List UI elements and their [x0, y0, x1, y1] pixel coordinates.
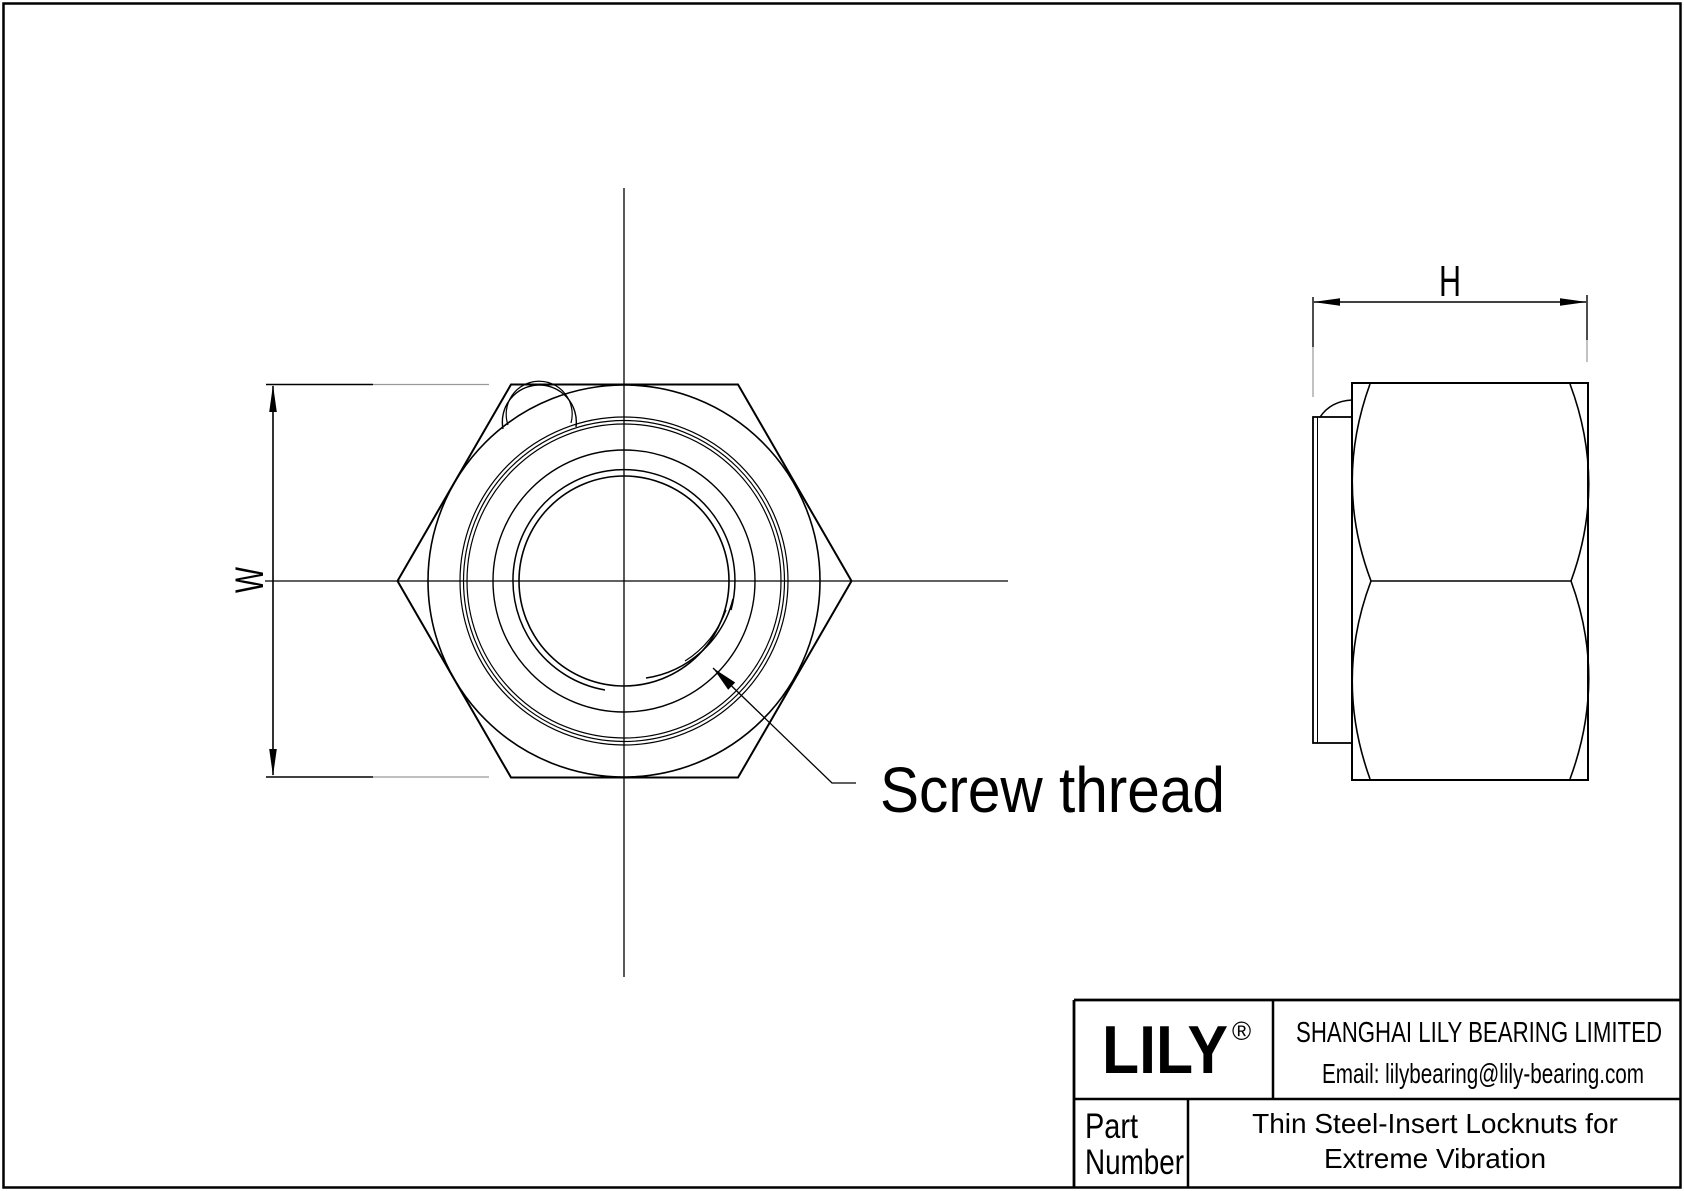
leader-arrowhead [713, 668, 736, 690]
insert-ring-middle [462, 419, 786, 743]
company-email: Email: lilybearing@lily-bearing.com [1322, 1058, 1644, 1089]
title-block: LILY ® SHANGHAI LILY BEARING LIMITED Ema… [1072, 998, 1681, 1188]
thread-minor-circle [518, 475, 730, 687]
h-arrow-left [1313, 298, 1340, 306]
w-arrow-up [269, 385, 277, 412]
part-description: Thin Steel-Insert Locknuts for Extreme V… [1252, 1108, 1618, 1174]
hexagon-outline [396, 383, 853, 779]
company-logo: LILY ® [1102, 1012, 1251, 1088]
part-number-label-line1: Part [1085, 1107, 1138, 1146]
leader-line [712, 667, 856, 784]
side-facet-arc-upper-right [1569, 383, 1590, 582]
screw-thread-label: Screw thread [880, 754, 1225, 826]
part-number-label: Part Number [1085, 1107, 1184, 1182]
thread-runout-arc-2 [684, 609, 727, 662]
insert-washer-outline [1312, 416, 1353, 744]
registered-trademark-mark: ® [1232, 1016, 1251, 1046]
screw-thread-callout: Screw thread [712, 667, 1225, 826]
insert-ring-inner [466, 423, 782, 739]
thread-runout-arc [645, 598, 734, 679]
side-facet-arc-lower-right [1569, 580, 1590, 780]
front-view [265, 188, 1008, 977]
insert-ring [459, 416, 789, 746]
height-dimension: H [1312, 257, 1588, 397]
h-dimension-label: H [1439, 257, 1461, 306]
insert-end-loop [501, 380, 578, 430]
h-arrow-right [1560, 298, 1587, 306]
part-description-line1: Thin Steel-Insert Locknuts for [1252, 1108, 1618, 1139]
chamfer-circle [427, 384, 821, 778]
insert-lip-arc [1319, 399, 1353, 418]
insert-end-loop-inner [505, 380, 573, 426]
logo-text: LILY [1102, 1012, 1228, 1088]
part-number-label-line2: Number [1085, 1143, 1184, 1182]
insert-end-loop-outer [501, 384, 578, 430]
width-dimension: W [228, 383, 489, 778]
w-dimension-label: W [228, 567, 272, 593]
company-name: SHANGHAI LILY BEARING LIMITED [1296, 1017, 1662, 1049]
insert-ring-outer [459, 416, 789, 746]
side-view [1312, 382, 1590, 781]
thread-major-arc [512, 468, 736, 691]
part-description-line2: Extreme Vibration [1324, 1143, 1546, 1174]
insert-inner-circle [492, 449, 756, 713]
w-arrow-down [269, 749, 277, 776]
